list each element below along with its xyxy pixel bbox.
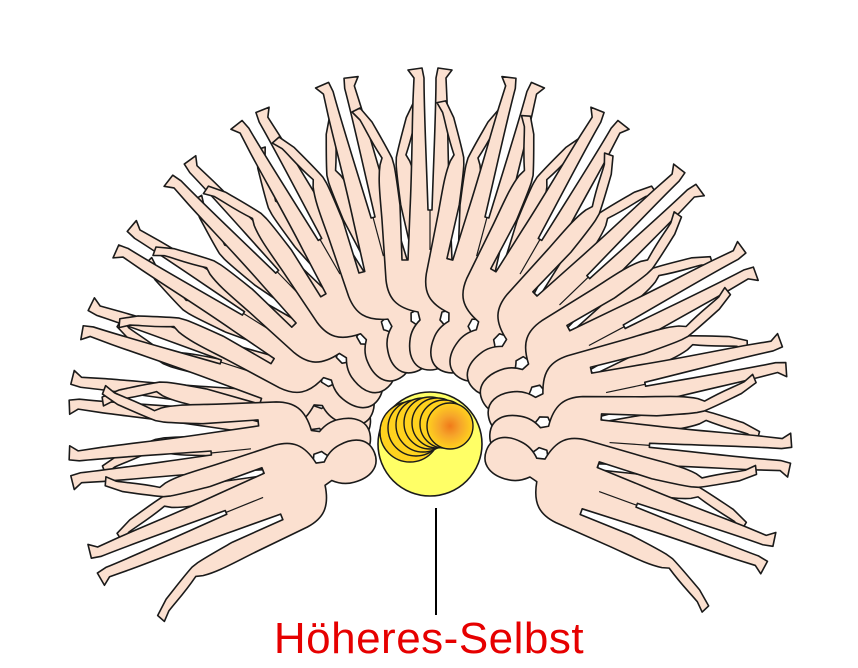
caption-higher-self: Höheres-Selbst [0, 613, 858, 665]
body-figures [62, 60, 801, 638]
higher-self-sun-icon [378, 392, 482, 496]
